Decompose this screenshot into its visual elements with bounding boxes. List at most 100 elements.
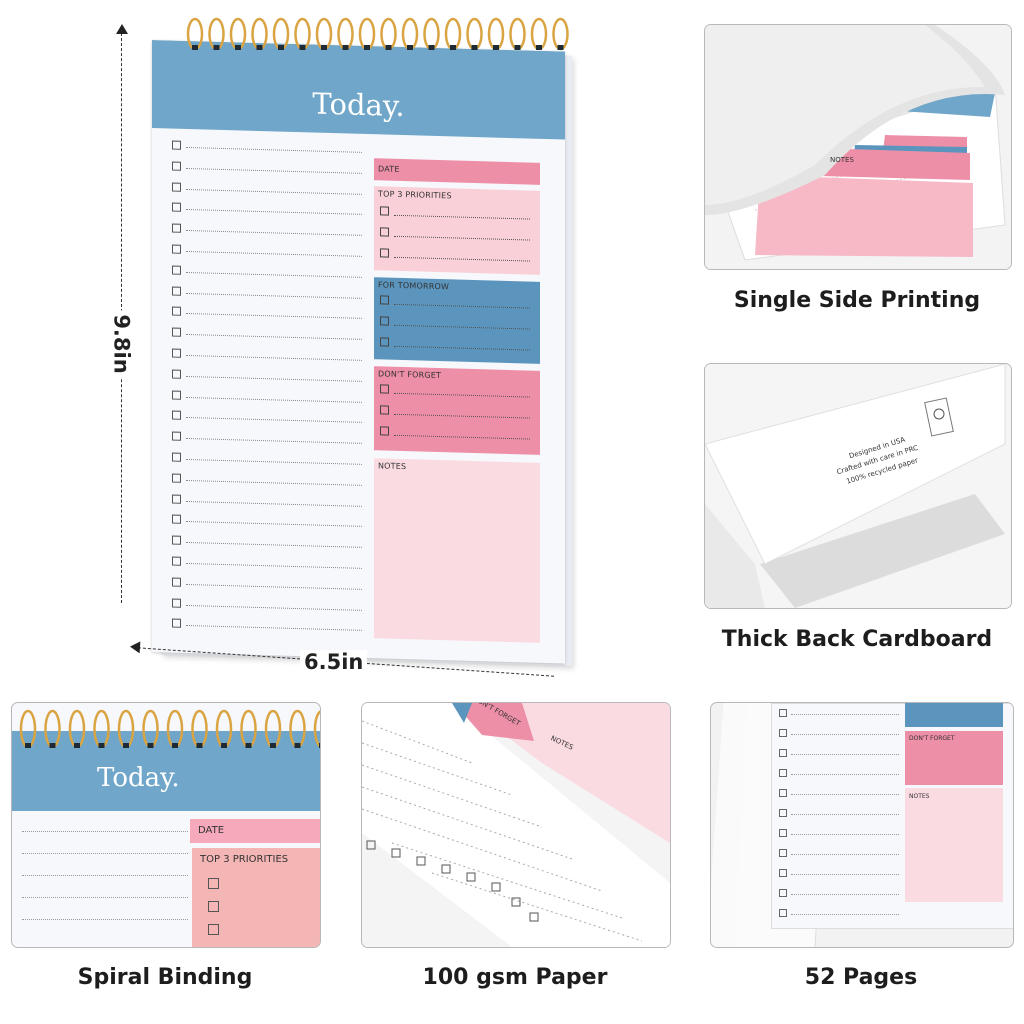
spiral-hole <box>256 45 263 50</box>
spiral-loop <box>166 709 184 749</box>
spiral-hole <box>428 45 435 50</box>
spiral-loop <box>444 17 462 51</box>
curled-page-illustration <box>705 25 1011 269</box>
dont-forget-panel: DON'T FORGET <box>374 366 540 455</box>
top-priorities-label: TOP 3 PRIORITIES <box>378 189 452 201</box>
spiral-binding-photo: Today. DATE TOP 3 PRIORITIES <box>11 702 321 948</box>
notepad: Today. DATE TOP 3 PRIORITIES FOR TOMORRO… <box>152 40 565 664</box>
spiral-hole <box>172 743 178 748</box>
spiral-loop <box>208 17 225 51</box>
spiral-hole <box>196 743 203 748</box>
spiral-hole <box>278 45 284 50</box>
for-tomorrow-label: FOR TOMORROW <box>378 280 450 292</box>
spiral-hole <box>299 45 306 50</box>
spiral-hole <box>213 45 220 50</box>
spiral-loop <box>264 709 282 749</box>
date-panel: DATE <box>374 158 540 185</box>
spiral-hole <box>294 743 301 748</box>
paper-weight-photo: NOTES DON'T FORGET <box>361 702 671 948</box>
notepad-title: Today. <box>312 86 405 124</box>
zoom-priorities-panel: TOP 3 PRIORITIES <box>192 848 320 947</box>
page-count-photo: DON'T FORGET NOTES <box>710 702 1014 948</box>
page-line <box>779 903 899 923</box>
spiral-hole <box>493 45 499 50</box>
spiral-loop <box>552 17 569 51</box>
spiral-loop <box>229 17 247 51</box>
width-label: 6.5in <box>300 650 368 674</box>
spiral-hole <box>536 45 542 50</box>
single-side-printing-caption: Single Side Printing <box>733 288 981 313</box>
spiral-hole <box>147 743 154 748</box>
spiral-loop <box>530 17 548 51</box>
spiral-hole <box>319 743 320 748</box>
spiral-loop <box>509 17 526 51</box>
arrow-up-icon <box>116 24 128 34</box>
spiral-hole <box>364 45 370 50</box>
spiral-hole <box>123 743 129 748</box>
top-priorities-panel: TOP 3 PRIORITIES <box>374 186 540 275</box>
spiral-hole <box>245 743 252 748</box>
spiral-loop <box>337 17 354 51</box>
spiral-loop <box>289 709 306 749</box>
spiral-title: Today. <box>97 763 180 793</box>
spiral-loop <box>466 17 483 51</box>
spiral-loop <box>401 17 419 51</box>
spiral-hole <box>192 45 198 50</box>
spiral-hole <box>25 743 31 748</box>
todo-lines <box>172 137 362 641</box>
spiral-loop <box>380 17 397 51</box>
page-dont-forget-label: DON'T FORGET <box>909 735 955 742</box>
spiral-hole <box>49 743 56 748</box>
spiral-coil-icon <box>19 709 320 749</box>
spiral-loop <box>19 709 37 749</box>
paper-closeup-illustration <box>362 703 670 947</box>
page-line <box>779 843 899 863</box>
thick-back-cardboard-photo: Designed in USA Crafted with care in PRC… <box>704 363 1012 609</box>
todo-line <box>172 615 362 641</box>
page-notes-panel: NOTES <box>905 788 1003 902</box>
spiral-hole <box>557 45 564 50</box>
spiral-binding-icon <box>186 17 569 51</box>
page-line <box>779 783 899 803</box>
date-label: DATE <box>378 164 400 174</box>
page-notes-label: NOTES <box>909 793 930 800</box>
notes-label: NOTES <box>378 461 407 472</box>
spiral-loop <box>423 17 440 51</box>
spiral-hole <box>471 45 478 50</box>
spiral-hole <box>342 45 349 50</box>
page-line <box>779 823 899 843</box>
spiral-hole <box>450 45 456 50</box>
spiral-loop <box>191 709 208 749</box>
for-tomorrow-panel: FOR TOMORROW <box>374 277 540 364</box>
spiral-loop <box>215 709 233 749</box>
page-todo-lines <box>779 703 899 923</box>
spiral-loop <box>142 709 159 749</box>
page-dont-forget-panel: DON'T FORGET <box>905 731 1003 785</box>
spiral-loop <box>315 17 333 51</box>
page-line <box>779 883 899 903</box>
arrow-left-icon <box>129 640 141 654</box>
spiral-hole <box>235 45 241 50</box>
spiral-loop <box>294 17 311 51</box>
page-blue-panel <box>905 703 1003 727</box>
cardboard-illustration <box>705 364 1011 608</box>
spiral-hole <box>514 45 521 50</box>
spiral-loop <box>186 17 204 51</box>
spiral-loop <box>487 17 505 51</box>
notes-mini-label: NOTES <box>830 156 854 164</box>
spiral-hole <box>221 743 227 748</box>
dont-forget-label: DON'T FORGET <box>378 369 442 381</box>
zoom-date-panel: DATE <box>190 819 320 843</box>
page-line <box>779 743 899 763</box>
spiral-hole <box>407 45 413 50</box>
height-label: 9.8in <box>107 310 136 378</box>
paper-weight-caption: 100 gsm Paper <box>422 965 608 990</box>
spiral-hole <box>385 45 392 50</box>
zoom-date-label: DATE <box>198 825 225 836</box>
thick-back-cardboard-caption: Thick Back Cardboard <box>721 627 993 652</box>
spiral-hole <box>321 45 327 50</box>
page-line <box>779 863 899 883</box>
page-line <box>779 803 899 823</box>
spiral-loop <box>68 709 86 749</box>
spiral-binding-caption: Spiral Binding <box>77 965 253 990</box>
